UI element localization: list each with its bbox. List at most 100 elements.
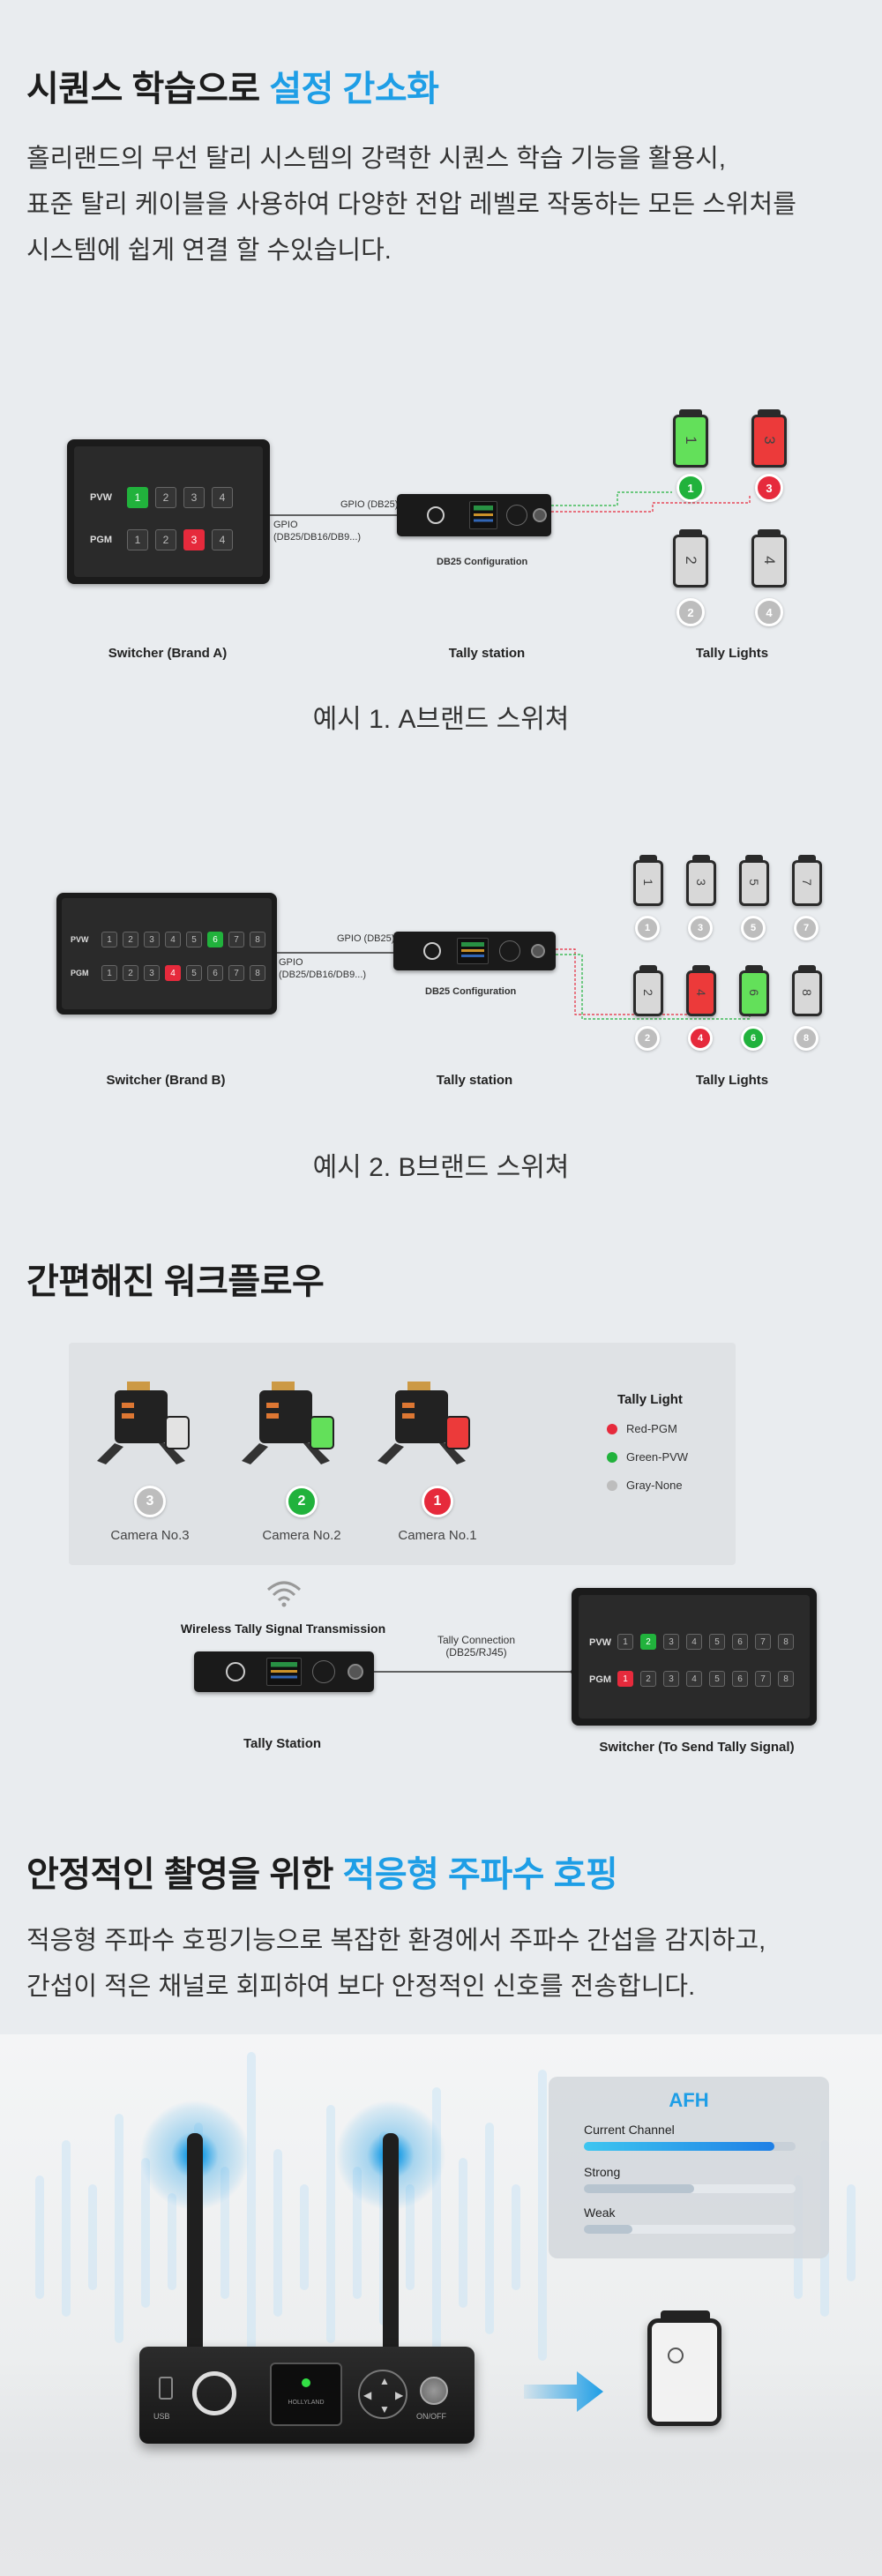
station-power-knob[interactable] bbox=[348, 1664, 363, 1680]
pvw-key-6[interactable]: 6 bbox=[732, 1634, 748, 1650]
gray-dot-icon bbox=[607, 1479, 617, 1491]
afh-panel: AFH Current Channel Strong Weak bbox=[549, 2077, 829, 2258]
legend-gray-label: Gray-None bbox=[626, 1479, 683, 1492]
pgm-key-7[interactable]: 7 bbox=[228, 965, 244, 981]
pvw-key-1[interactable]: 1 bbox=[101, 932, 117, 947]
station-power-knob[interactable] bbox=[533, 508, 547, 522]
afh-scene: USB HOLLYLAND ▲ ▼ ◀ ▶ ON/OFF AFH Current… bbox=[0, 2034, 882, 2576]
tally-light-2: 2 bbox=[633, 965, 663, 1016]
pgm-key-3[interactable]: 3 bbox=[183, 529, 205, 550]
pvw-key-8[interactable]: 8 bbox=[250, 932, 265, 947]
pgm-key-2[interactable]: 2 bbox=[640, 1671, 656, 1687]
pgm-key-8[interactable]: 8 bbox=[250, 965, 265, 981]
tally-light-6-num: 6 bbox=[747, 989, 761, 996]
pgm-key-4[interactable]: 4 bbox=[686, 1671, 702, 1687]
tally-light-3: 3 bbox=[751, 409, 787, 468]
status-dot-1: 1 bbox=[676, 474, 705, 502]
station-screen bbox=[266, 1658, 302, 1686]
workflow-pgm-label: PGM bbox=[589, 1674, 612, 1685]
tally-light-1: 1 bbox=[633, 855, 663, 906]
pgm-key-2[interactable]: 2 bbox=[123, 965, 138, 981]
pgm-key-1[interactable]: 1 bbox=[101, 965, 117, 981]
pvw-key-5[interactable]: 5 bbox=[186, 932, 202, 947]
pvw-key-2[interactable]: 2 bbox=[123, 932, 138, 947]
pvw-key-3[interactable]: 3 bbox=[183, 487, 205, 508]
section1-line-1: 홀리랜드의 무선 탈리 시스템의 강력한 시퀀스 학습 기능을 활용시, bbox=[26, 145, 726, 173]
pvw-key-3[interactable]: 3 bbox=[663, 1634, 679, 1650]
usb-label: USB bbox=[153, 2412, 170, 2421]
station-dpad-icon[interactable] bbox=[312, 1660, 335, 1683]
camera-1 bbox=[377, 1373, 492, 1474]
onoff-label: ON/OFF bbox=[416, 2412, 446, 2421]
pgm-key-4[interactable]: 4 bbox=[212, 529, 233, 550]
pvw-key-4[interactable]: 4 bbox=[165, 932, 181, 947]
pvw-key-7[interactable]: 7 bbox=[755, 1634, 771, 1650]
screen-brand: HOLLYLAND bbox=[288, 2400, 325, 2406]
receiver-logo-icon bbox=[668, 2348, 684, 2363]
afh-current-fill bbox=[584, 2142, 774, 2151]
pvw-key-3[interactable]: 3 bbox=[144, 932, 160, 947]
pvw-key-4[interactable]: 4 bbox=[212, 487, 233, 508]
switcher-a-pvw-label: PVW bbox=[90, 492, 113, 503]
pvw-key-8[interactable]: 8 bbox=[778, 1634, 794, 1650]
tally-light-1-num: 1 bbox=[641, 879, 655, 886]
pvw-key-2[interactable]: 2 bbox=[155, 487, 176, 508]
status-dot-4: 4 bbox=[755, 598, 783, 626]
workflow-switcher: PVW PGM 1 2 3 4 5 6 7 8 1 2 3 4 5 6 7 8 bbox=[572, 1588, 817, 1726]
pgm-key-4[interactable]: 4 bbox=[165, 965, 181, 981]
status-dot-3: 3 bbox=[755, 474, 783, 502]
afh-current-bar bbox=[584, 2142, 796, 2151]
pgm-key-7[interactable]: 7 bbox=[755, 1671, 771, 1687]
pgm-key-5[interactable]: 5 bbox=[709, 1671, 725, 1687]
tally-connection-label: Tally Connection (DB25/RJ45) bbox=[415, 1634, 538, 1659]
pvw-key-6[interactable]: 6 bbox=[207, 932, 223, 947]
pgm-key-3[interactable]: 3 bbox=[663, 1671, 679, 1687]
workflow-switcher-screen: PVW PGM 1 2 3 4 5 6 7 8 1 2 3 4 5 6 7 8 bbox=[579, 1595, 810, 1719]
pgm-key-6[interactable]: 6 bbox=[732, 1671, 748, 1687]
red-dot-icon bbox=[607, 1423, 617, 1434]
pvw-key-1[interactable]: 1 bbox=[617, 1634, 633, 1650]
pvw-key-4[interactable]: 4 bbox=[686, 1634, 702, 1650]
camera-2 bbox=[242, 1373, 356, 1474]
pgm-key-2[interactable]: 2 bbox=[155, 529, 176, 550]
ex1-config-label: DB25 Configuration bbox=[437, 557, 528, 567]
status-dot-5: 5 bbox=[741, 916, 766, 940]
afh-weak-label: Weak bbox=[584, 2205, 616, 2220]
pgm-key-5[interactable]: 5 bbox=[186, 965, 202, 981]
camera-3-dot: 3 bbox=[134, 1486, 166, 1517]
tally-light-5: 5 bbox=[739, 855, 769, 906]
tally-light-3-num: 3 bbox=[761, 436, 778, 445]
switcher-b-screen: PVW PGM 1 2 3 4 5 6 7 8 1 2 3 4 5 6 7 8 bbox=[62, 898, 272, 1009]
tally-light-7: 7 bbox=[792, 855, 822, 906]
pvw-key-7[interactable]: 7 bbox=[228, 932, 244, 947]
station-dpad-icon[interactable] bbox=[506, 505, 527, 526]
camera-1-dot: 1 bbox=[422, 1486, 453, 1517]
station-power-knob[interactable] bbox=[531, 944, 545, 958]
antenna-left bbox=[187, 2133, 203, 2371]
pgm-key-1[interactable]: 1 bbox=[617, 1671, 633, 1687]
power-knob[interactable] bbox=[420, 2377, 448, 2405]
pvw-key-2[interactable]: 2 bbox=[640, 1634, 656, 1650]
example1-caption: 예시 1. A브랜드 스위쳐 bbox=[312, 705, 570, 734]
afh-strong-label: Strong bbox=[584, 2165, 621, 2179]
station-dpad-icon[interactable] bbox=[499, 940, 520, 962]
tally-station-1 bbox=[397, 494, 551, 536]
station-screen bbox=[457, 938, 489, 964]
section3-title-accent: 적응형 주파수 호핑 bbox=[342, 1855, 618, 1894]
dpad-icon[interactable]: ▲ ▼ ◀ ▶ bbox=[358, 2370, 407, 2419]
pgm-key-6[interactable]: 6 bbox=[207, 965, 223, 981]
status-dot-8: 8 bbox=[794, 1026, 818, 1051]
pgm-key-1[interactable]: 1 bbox=[127, 529, 148, 550]
pgm-key-3[interactable]: 3 bbox=[144, 965, 160, 981]
tally-light-3: 3 bbox=[686, 855, 716, 906]
afh-title: AFH bbox=[669, 2089, 709, 2111]
pvw-key-5[interactable]: 5 bbox=[709, 1634, 725, 1650]
arrow-right-icon bbox=[524, 2371, 603, 2412]
camera-2-dot: 2 bbox=[286, 1486, 318, 1517]
tally-light-6: 6 bbox=[739, 965, 769, 1016]
pgm-key-8[interactable]: 8 bbox=[778, 1671, 794, 1687]
ex1-gpio-multi: GPIO (DB25/DB16/DB9...) bbox=[273, 519, 361, 543]
afh-tally-station: USB HOLLYLAND ▲ ▼ ◀ ▶ ON/OFF bbox=[139, 2347, 475, 2444]
pvw-key-1[interactable]: 1 bbox=[127, 487, 148, 508]
station-screen bbox=[469, 501, 497, 529]
